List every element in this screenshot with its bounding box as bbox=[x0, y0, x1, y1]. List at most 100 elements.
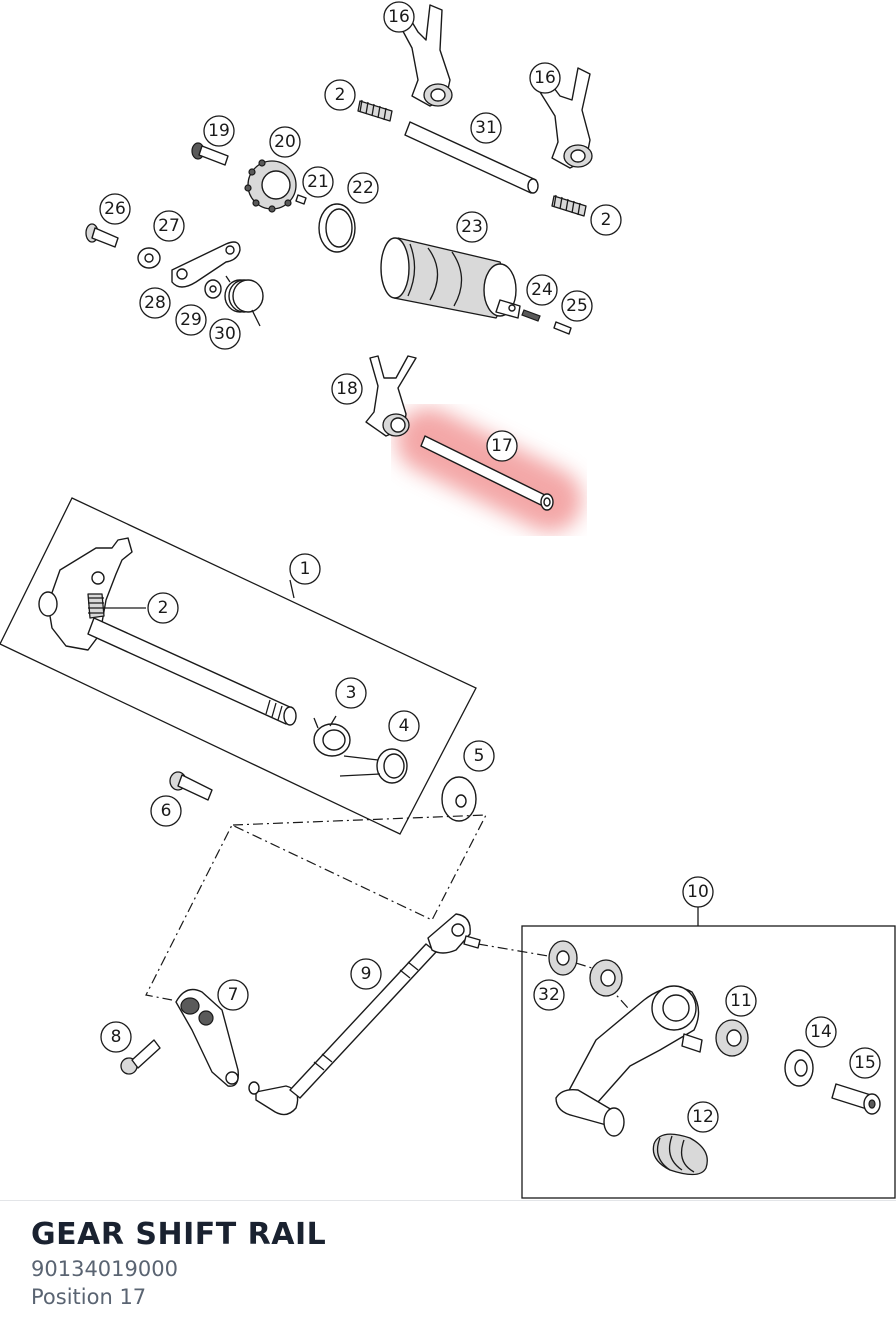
svg-text:15: 15 bbox=[854, 1053, 876, 1073]
callout-12[interactable]: 12 bbox=[687, 1101, 719, 1133]
callout-2-upper[interactable]: 2 bbox=[324, 79, 356, 111]
part-20-shift-star[interactable] bbox=[244, 159, 297, 213]
part-25-pin[interactable] bbox=[553, 321, 572, 335]
svg-text:1: 1 bbox=[300, 559, 311, 579]
part-10-bearing-small[interactable] bbox=[589, 959, 623, 997]
svg-text:32: 32 bbox=[538, 985, 560, 1005]
callout-28[interactable]: 28 bbox=[139, 287, 171, 319]
svg-text:10: 10 bbox=[687, 882, 709, 902]
part-16-shift-fork-upper[interactable] bbox=[397, 4, 453, 107]
part-7-shift-lever-arm[interactable] bbox=[175, 988, 239, 1087]
part-19-screw[interactable] bbox=[191, 142, 229, 166]
callout-31[interactable]: 31 bbox=[470, 112, 502, 144]
svg-text:2: 2 bbox=[335, 85, 346, 105]
callout-18[interactable]: 18 bbox=[331, 373, 363, 405]
part-3-clip[interactable] bbox=[313, 715, 351, 757]
svg-text:30: 30 bbox=[214, 324, 236, 344]
svg-text:3: 3 bbox=[346, 683, 357, 703]
part-10-shift-lever[interactable] bbox=[555, 985, 703, 1137]
part-9-shift-rod[interactable] bbox=[248, 913, 481, 1116]
callout-32[interactable]: 32 bbox=[533, 979, 565, 1011]
part-28-shift-lever[interactable] bbox=[171, 241, 241, 288]
callout-2-lower[interactable]: 2 bbox=[590, 204, 622, 236]
callout-8[interactable]: 8 bbox=[100, 1021, 132, 1053]
callout-3[interactable]: 3 bbox=[335, 677, 367, 709]
part-24-spring[interactable] bbox=[521, 309, 541, 322]
part-17-shift-rail[interactable] bbox=[420, 435, 554, 511]
callout-17[interactable]: 17 bbox=[486, 430, 518, 462]
svg-text:19: 19 bbox=[208, 121, 230, 141]
part-16-shift-fork-lower[interactable] bbox=[539, 67, 593, 169]
callout-11[interactable]: 11 bbox=[725, 985, 757, 1017]
callout-16-upper[interactable]: 16 bbox=[383, 1, 415, 33]
part-22-ring[interactable] bbox=[318, 203, 356, 253]
part-26-bolt[interactable] bbox=[85, 223, 119, 248]
svg-text:25: 25 bbox=[566, 296, 588, 316]
part-11-bearing[interactable] bbox=[715, 1019, 749, 1057]
callout-20[interactable]: 20 bbox=[269, 126, 301, 158]
callout-26[interactable]: 26 bbox=[99, 193, 131, 225]
part-number: 90134019000 bbox=[31, 1257, 178, 1281]
callout-15[interactable]: 15 bbox=[849, 1047, 881, 1079]
svg-text:16: 16 bbox=[388, 7, 410, 27]
part-14-washer[interactable] bbox=[784, 1049, 814, 1087]
svg-text:2: 2 bbox=[158, 598, 169, 618]
callout-14[interactable]: 14 bbox=[805, 1016, 837, 1048]
callout-30[interactable]: 30 bbox=[209, 318, 241, 350]
part-27-washer[interactable] bbox=[137, 247, 161, 269]
svg-text:6: 6 bbox=[161, 801, 172, 821]
part-info-panel: GEAR SHIFT RAIL 90134019000 Position 17 bbox=[0, 1200, 896, 1336]
svg-text:20: 20 bbox=[274, 132, 296, 152]
callout-27[interactable]: 27 bbox=[153, 210, 185, 242]
callout-22[interactable]: 22 bbox=[347, 172, 379, 204]
part-15-bolt[interactable] bbox=[831, 1083, 881, 1115]
callout-29[interactable]: 29 bbox=[175, 304, 207, 336]
callout-25[interactable]: 25 bbox=[561, 290, 593, 322]
callout-4[interactable]: 4 bbox=[388, 710, 420, 742]
svg-text:12: 12 bbox=[692, 1107, 714, 1127]
callout-5[interactable]: 5 bbox=[463, 740, 495, 772]
assembly-10-box bbox=[521, 925, 896, 1199]
part-30-torsion-spring[interactable] bbox=[224, 275, 264, 327]
part-2-spring-upper[interactable] bbox=[357, 99, 393, 122]
part-31-rail[interactable] bbox=[404, 121, 539, 194]
part-1-shift-shaft[interactable] bbox=[38, 537, 297, 726]
part-position: Position 17 bbox=[31, 1285, 147, 1309]
svg-text:21: 21 bbox=[307, 172, 329, 192]
svg-text:31: 31 bbox=[475, 118, 497, 138]
part-8-bolt[interactable] bbox=[120, 1039, 161, 1075]
part-2-spring-shaft[interactable] bbox=[87, 593, 105, 619]
callout-21[interactable]: 21 bbox=[302, 166, 334, 198]
callout-24[interactable]: 24 bbox=[526, 274, 558, 306]
callout-19[interactable]: 19 bbox=[203, 115, 235, 147]
callout-1[interactable]: 1 bbox=[289, 553, 321, 585]
part-21-pin[interactable] bbox=[295, 194, 307, 205]
part-18-shift-fork[interactable] bbox=[365, 355, 417, 437]
svg-text:11: 11 bbox=[730, 991, 752, 1011]
part-32-washer[interactable] bbox=[548, 940, 578, 976]
part-23-shift-drum[interactable] bbox=[380, 237, 521, 319]
part-2-spring-lower[interactable] bbox=[551, 194, 587, 217]
svg-text:22: 22 bbox=[352, 178, 374, 198]
callout-16-lower[interactable]: 16 bbox=[529, 62, 561, 94]
svg-text:29: 29 bbox=[180, 310, 202, 330]
callout-7[interactable]: 7 bbox=[217, 979, 249, 1011]
svg-text:2: 2 bbox=[601, 210, 612, 230]
part-29-washer[interactable] bbox=[204, 279, 222, 299]
callout-9[interactable]: 9 bbox=[350, 958, 382, 990]
part-12-rubber[interactable] bbox=[652, 1133, 708, 1176]
svg-text:24: 24 bbox=[531, 280, 553, 300]
svg-text:28: 28 bbox=[144, 293, 166, 313]
svg-text:9: 9 bbox=[361, 964, 372, 984]
callout-23[interactable]: 23 bbox=[456, 211, 488, 243]
part-5-washer[interactable] bbox=[441, 776, 477, 822]
part-4-return-spring[interactable] bbox=[339, 748, 408, 784]
svg-text:14: 14 bbox=[810, 1022, 832, 1042]
svg-text:5: 5 bbox=[474, 746, 485, 766]
part-6-bolt[interactable] bbox=[169, 771, 213, 801]
callout-2-shaft[interactable]: 2 bbox=[147, 592, 179, 624]
svg-text:17: 17 bbox=[491, 436, 513, 456]
alignment-lines bbox=[145, 814, 629, 1009]
callout-10[interactable]: 10 bbox=[682, 876, 714, 908]
callout-6[interactable]: 6 bbox=[150, 795, 182, 827]
